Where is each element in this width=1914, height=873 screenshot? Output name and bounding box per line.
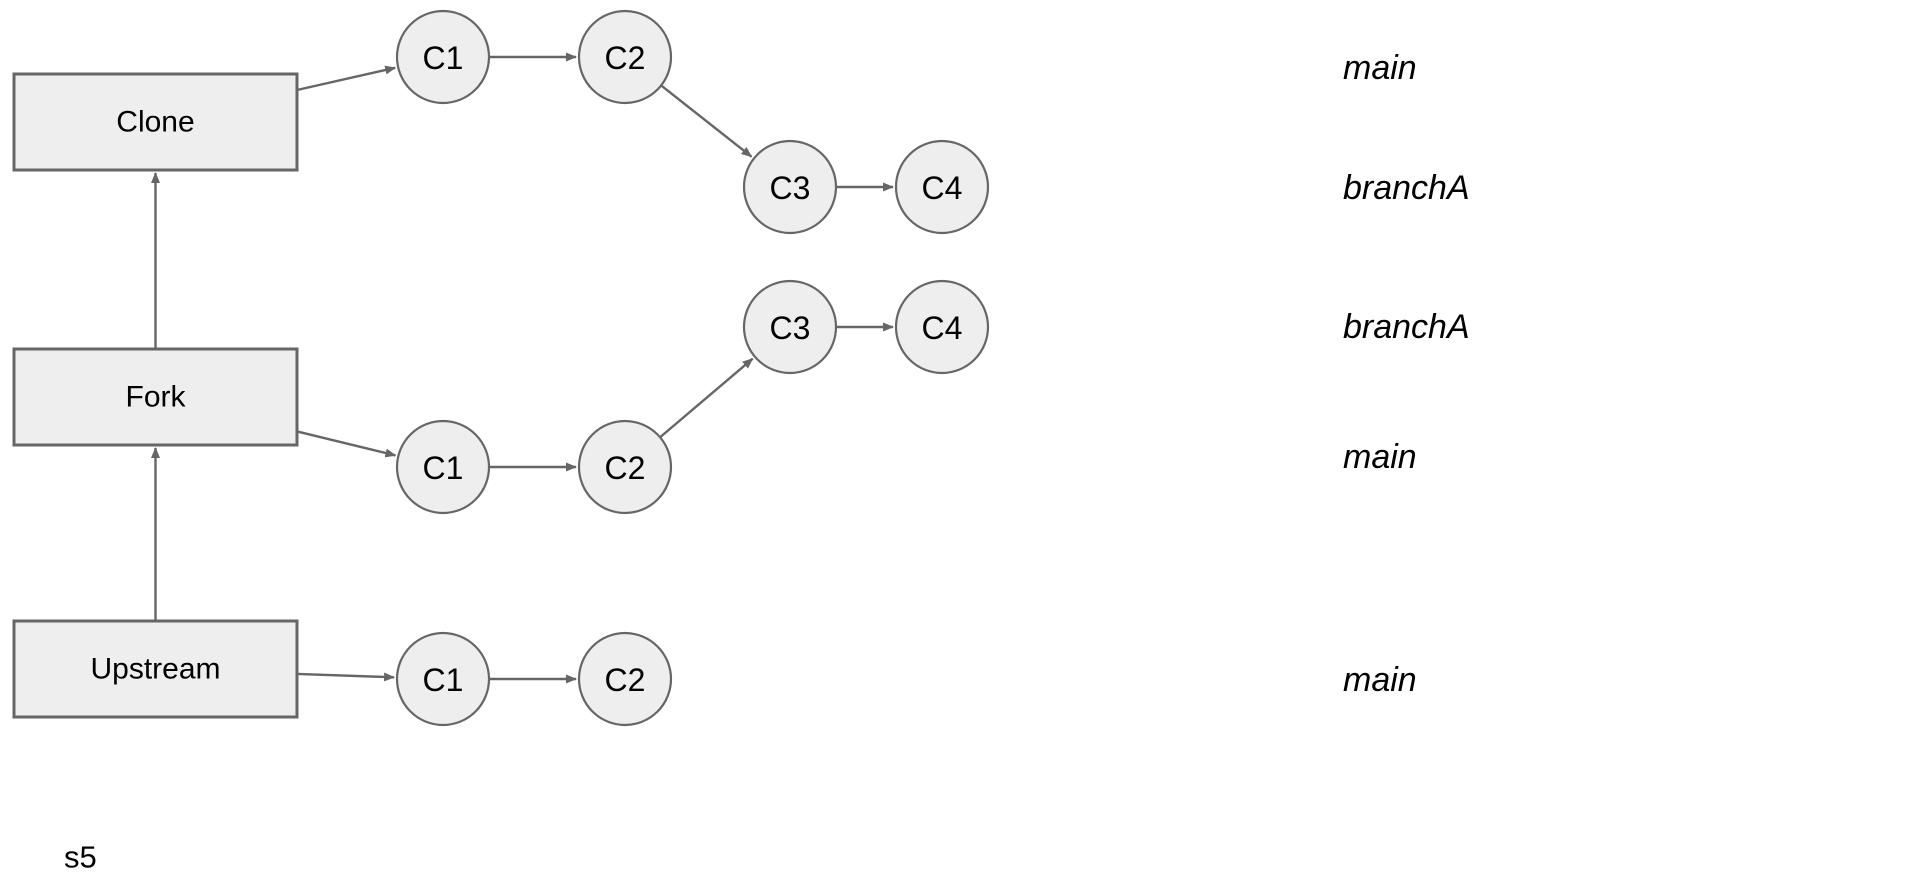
commit-circle-shape (577, 631, 673, 727)
commit-node-fork-c1[interactable]: C1 (395, 419, 491, 515)
commit-label: C1 (423, 450, 464, 486)
edges-layer (151, 52, 894, 684)
branch-label-fork-brancha: branchA (1343, 308, 1470, 346)
commit-node-clone-c2[interactable]: C2 (577, 9, 673, 105)
commit-node-clone-c1[interactable]: C1 (395, 9, 491, 105)
repo-box-label: Fork (126, 381, 187, 414)
branch-label-clone-brancha: branchA (1343, 169, 1470, 207)
caption-layer: s5 (64, 840, 97, 873)
commit-circle-shape (742, 279, 838, 375)
commit-label: C2 (605, 450, 646, 486)
edge-clone-to-c1 (296, 65, 397, 92)
edge-fork-c2-c3 (659, 357, 754, 439)
repo-box-shape (12, 619, 299, 719)
repo-box-shape (12, 72, 299, 172)
branch-label-clone-main: main (1343, 49, 1417, 87)
commit-label: C1 (423, 662, 464, 698)
branch-label-upstream-main: main (1343, 661, 1417, 699)
commit-node-fork-c2[interactable]: C2 (577, 419, 673, 515)
repo-box-clone[interactable]: Clone (12, 72, 299, 172)
commit-label: C3 (770, 170, 811, 206)
commit-circle-shape (395, 419, 491, 515)
commit-circle-shape (894, 139, 990, 235)
edge-fork-to-c1 (296, 430, 397, 458)
commit-node-upstream-c2[interactable]: C2 (577, 631, 673, 727)
branch-labels-layer: main branchA branchA main main (1343, 49, 1470, 699)
repo-box-fork[interactable]: Fork (12, 347, 299, 447)
branch-label-fork-main: main (1343, 438, 1417, 476)
commit-node-fork-c3[interactable]: C3 (742, 279, 838, 375)
repo-box-upstream[interactable]: Upstream (12, 619, 299, 719)
commit-circle-shape (577, 9, 673, 105)
commit-node-upstream-c1[interactable]: C1 (395, 631, 491, 727)
repo-box-label: Upstream (90, 653, 220, 686)
commit-node-fork-c4[interactable]: C4 (894, 279, 990, 375)
commit-circle-shape (395, 9, 491, 105)
repo-box-label: Clone (116, 106, 194, 139)
commit-node-clone-c3[interactable]: C3 (742, 139, 838, 235)
commit-label: C1 (423, 40, 464, 76)
commit-circle-shape (894, 279, 990, 375)
commit-label: C2 (605, 662, 646, 698)
commit-circle-shape (742, 139, 838, 235)
commit-label: C2 (605, 40, 646, 76)
commit-circle-shape (395, 631, 491, 727)
edge-clone-c2-c3 (660, 84, 753, 158)
edge-upstream-to-c1 (296, 672, 396, 682)
commit-node-clone-c4[interactable]: C4 (894, 139, 990, 235)
commit-label: C3 (770, 310, 811, 346)
commit-label: C4 (922, 170, 963, 206)
commit-label: C4 (922, 310, 963, 346)
repo-box-shape (12, 347, 299, 447)
diagram-caption: s5 (64, 840, 97, 873)
commit-circle-shape (577, 419, 673, 515)
